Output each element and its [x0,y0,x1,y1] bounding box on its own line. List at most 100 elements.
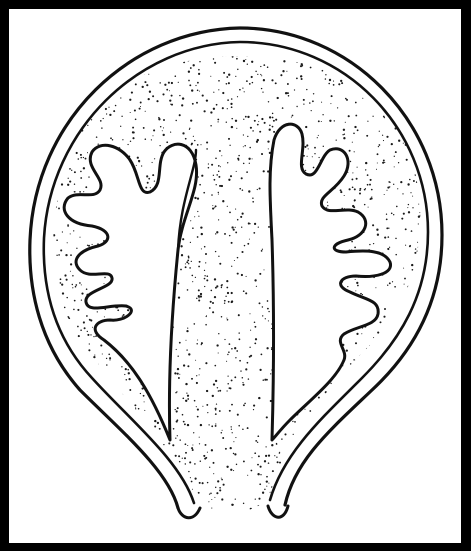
stipple-dot [201,175,203,177]
stipple-dot [190,220,191,221]
stipple-dot [69,388,71,390]
stipple-dot [74,184,75,185]
stipple-dot [432,420,433,421]
stipple-dot [409,179,411,181]
stipple-dot [306,144,308,146]
stipple-dot [271,328,272,329]
stipple-dot [379,420,381,422]
stipple-dot [112,62,114,64]
stipple-dot [156,100,158,102]
stipple-dot [102,455,104,457]
stipple-dot [59,439,61,441]
stipple-dot [147,182,149,184]
stipple-dot [314,504,316,506]
stipple-dot [306,89,307,90]
stipple-dot [85,158,87,160]
stipple-dot [77,64,79,66]
stipple-dot [419,212,420,213]
stipple-dot [266,347,268,349]
stipple-dot [223,484,225,486]
stipple-dot [40,102,42,104]
stipple-dot [142,493,144,495]
stipple-dot [400,181,402,183]
stipple-dot [281,50,283,52]
stipple-dot [243,290,245,292]
stipple-dot [410,294,412,296]
stipple-dot [318,135,319,136]
stipple-dot [334,410,336,412]
stipple-dot [316,52,318,54]
stipple-dot [219,150,221,152]
stipple-dot [414,390,416,392]
stipple-dot [164,490,165,491]
stipple-dot [321,430,323,432]
stipple-dot [85,186,87,188]
stipple-dot [229,343,231,345]
stipple-dot [163,502,164,503]
stipple-dot [193,136,194,137]
stipple-dot [378,369,379,370]
stipple-dot [79,282,81,284]
stipple-dot [44,141,45,142]
stipple-dot [320,485,322,487]
stipple-dot [122,472,124,474]
stipple-dot [422,89,424,91]
stipple-dot [222,430,223,431]
stipple-dot [92,75,93,76]
stipple-dot [67,224,69,226]
stipple-dot [351,401,353,403]
stipple-dot [254,279,256,281]
stipple-dot [326,207,327,208]
stipple-dot [75,418,77,420]
stipple-dot [438,398,440,400]
stipple-dot [114,477,116,479]
stipple-dot [77,309,79,311]
stipple-dot [90,474,92,476]
stipple-dot [196,382,198,384]
stipple-dot [411,286,412,287]
stipple-dot [63,82,65,84]
stipple-dot [244,91,245,92]
stipple-dot [222,107,224,109]
stipple-dot [268,462,270,464]
stipple-dot [243,146,244,147]
stipple-dot [424,181,426,183]
stipple-dot [273,131,275,133]
stipple-dot [231,429,232,430]
stipple-dot [267,300,269,302]
stipple-dot [305,170,306,171]
stipple-dot [394,388,396,390]
stipple-dot [392,281,393,282]
stipple-dot [44,40,46,42]
stipple-dot [333,84,335,86]
stipple-dot [330,383,331,384]
stipple-dot [90,319,92,321]
stipple-dot [383,160,385,162]
stipple-dot [67,103,68,104]
stipple-dot [111,477,112,478]
stipple-dot [187,59,189,61]
stipple-dot [219,489,221,491]
stipple-dot [261,153,263,155]
stipple-dot [388,436,389,437]
stipple-dot [356,378,358,380]
stipple-dot [73,70,75,72]
stipple-dot [428,356,430,358]
stipple-dot [336,49,338,51]
stipple-dot [71,384,72,385]
stipple-dot [47,177,49,179]
stipple-dot [222,437,224,439]
stipple-dot [207,482,208,483]
stipple-dot [373,243,374,244]
stipple-dot [371,456,373,458]
stipple-dot [190,477,191,478]
stipple-dot [369,67,370,68]
stipple-dot [288,52,290,54]
stipple-dot [101,478,103,480]
stipple-dot [368,207,369,208]
stipple-dot [340,80,342,82]
stipple-dot [414,252,416,254]
stipple-dot [224,302,225,303]
stipple-dot [181,254,183,256]
stipple-dot [99,437,101,439]
